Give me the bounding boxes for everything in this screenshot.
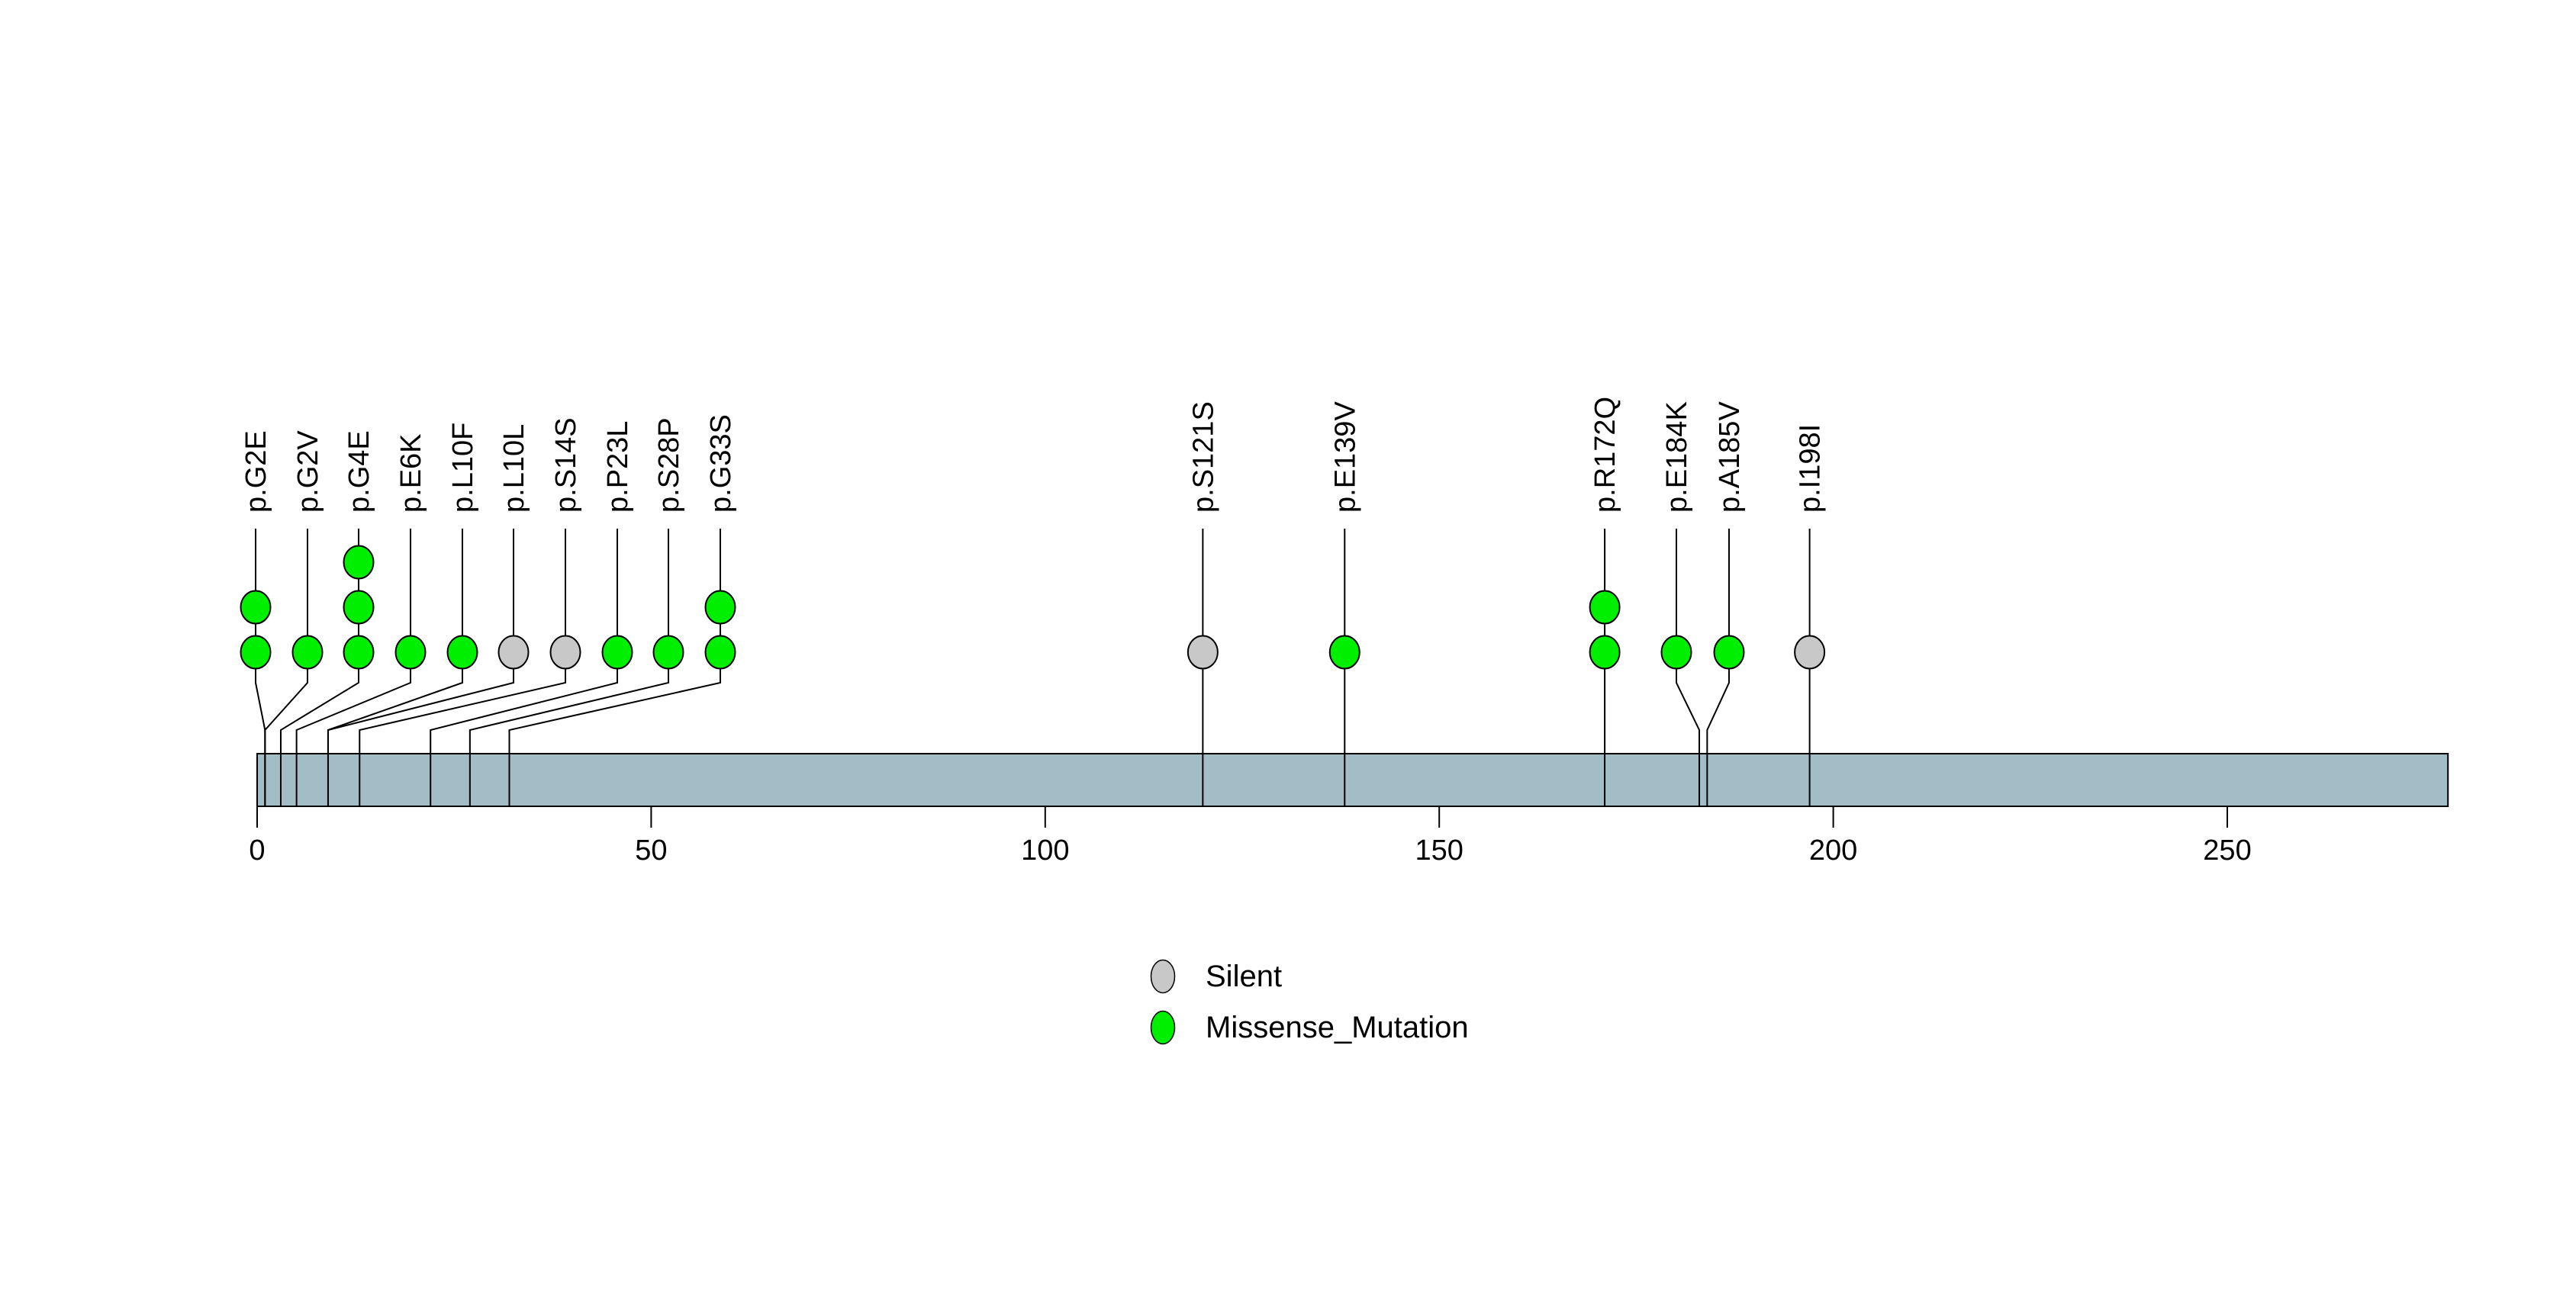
- mutation-circle-missense_mutation: [1589, 635, 1621, 670]
- mutation-label: p.S14S: [550, 417, 582, 513]
- mutation-circle-missense_mutation: [394, 635, 427, 670]
- legend-label-silent: Silent: [1206, 960, 1282, 993]
- mutation-circle-missense_mutation: [1589, 590, 1621, 625]
- mutation-label: p.E139V: [1329, 401, 1361, 513]
- x-axis-tick-label: 0: [249, 835, 265, 867]
- mutation-circle-missense_mutation: [1713, 635, 1745, 670]
- mutation-label: p.S28P: [653, 417, 685, 513]
- mutation-circle-missense_mutation: [240, 635, 272, 670]
- mutation-label: p.G2E: [240, 430, 272, 513]
- x-axis-tick-label: 250: [2203, 835, 2251, 867]
- mutation-circle-missense_mutation: [704, 635, 736, 670]
- mutation-circle-silent: [549, 635, 581, 670]
- mutation-label: p.P23L: [602, 421, 634, 513]
- mutation-label: p.G33S: [705, 414, 737, 513]
- mutation-circle-silent: [1187, 635, 1219, 670]
- protein-backbone: [256, 753, 2449, 807]
- mutation-label: p.R172Q: [1589, 397, 1621, 513]
- mutation-circle-missense_mutation: [343, 545, 375, 580]
- mutation-circle-missense_mutation: [291, 635, 324, 670]
- mutation-label: p.A185V: [1714, 401, 1746, 513]
- mutation-circle-missense_mutation: [343, 590, 375, 625]
- x-axis-tick-label: 100: [1021, 835, 1069, 867]
- legend-label-missense_mutation: Missense_Mutation: [1206, 1011, 1469, 1044]
- mutation-label: p.E6K: [395, 433, 427, 513]
- mutation-circle-missense_mutation: [343, 635, 375, 670]
- mutation-circle-missense_mutation: [704, 590, 736, 625]
- legend-swatch-missense_mutation: [1150, 1010, 1176, 1045]
- mutation-circle-missense_mutation: [1328, 635, 1360, 670]
- mutation-circle-silent: [497, 635, 530, 670]
- mutation-label: p.E184K: [1661, 401, 1693, 513]
- x-axis-tick-label: 50: [635, 835, 667, 867]
- legend-swatch-silent: [1150, 959, 1176, 994]
- mutation-circle-missense_mutation: [240, 590, 272, 625]
- mutation-circle-missense_mutation: [1660, 635, 1692, 670]
- x-axis-tick-label: 150: [1415, 835, 1463, 867]
- x-axis-tick-label: 200: [1809, 835, 1857, 867]
- mutation-label: p.I198I: [1795, 424, 1827, 513]
- mutation-label: p.G2V: [292, 430, 324, 513]
- mutation-label: p.G4E: [343, 430, 375, 513]
- mutation-circle-missense_mutation: [601, 635, 633, 670]
- mutation-circle-missense_mutation: [652, 635, 684, 670]
- mutation-circle-missense_mutation: [446, 635, 478, 670]
- mutation-label: p.L10F: [447, 423, 479, 513]
- mutation-label: p.S121S: [1187, 401, 1219, 513]
- mutation-label: p.L10L: [498, 424, 530, 513]
- mutation-circle-silent: [1794, 635, 1826, 670]
